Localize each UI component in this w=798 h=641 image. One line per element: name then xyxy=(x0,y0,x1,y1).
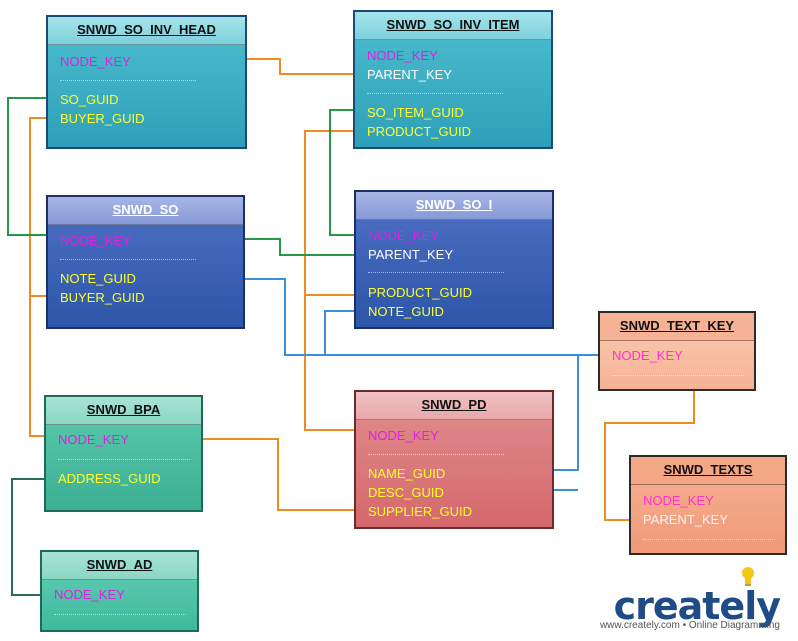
field-node-key: NODE_KEY xyxy=(643,493,714,508)
entity-snwd-pd[interactable]: SNWD_PD NODE_KEY NAME_GUID DESC_GUID SUP… xyxy=(354,390,554,529)
entity-snwd-so[interactable]: SNWD_SO NODE_KEY NOTE_GUID BUYER_GUID xyxy=(46,195,245,329)
field-node-key: NODE_KEY xyxy=(54,587,125,602)
field-separator xyxy=(368,454,504,455)
field-node-key: NODE_KEY xyxy=(368,428,439,443)
field-buyer-guid: BUYER_GUID xyxy=(60,290,145,305)
creately-logo: creately xyxy=(613,584,781,628)
entity-title: SNWD_TEXTS xyxy=(631,457,785,485)
field-node-key: NODE_KEY xyxy=(60,54,131,69)
field-so-item-guid: SO_ITEM_GUID xyxy=(367,105,464,120)
lightbulb-icon xyxy=(742,567,754,586)
field-address-guid: ADDRESS_GUID xyxy=(58,471,161,486)
field-node-key: NODE_KEY xyxy=(368,228,439,243)
entity-snwd-text-key[interactable]: SNWD_TEXT_KEY NODE_KEY xyxy=(598,311,756,391)
field-separator xyxy=(368,272,504,273)
entity-title: SNWD_SO_INV_ITEM xyxy=(355,12,551,40)
field-note-guid: NOTE_GUID xyxy=(60,271,136,286)
entity-title: SNWD_PD xyxy=(356,392,552,420)
field-separator xyxy=(60,259,196,260)
field-desc-guid: DESC_GUID xyxy=(368,485,444,500)
field-node-key: NODE_KEY xyxy=(60,233,131,248)
entity-snwd-so-inv-item[interactable]: SNWD_SO_INV_ITEM NODE_KEY PARENT_KEY SO_… xyxy=(353,10,553,149)
entity-title: SNWD_SO_INV_HEAD xyxy=(48,17,245,45)
field-note-guid: NOTE_GUID xyxy=(368,304,444,319)
entity-snwd-bpa[interactable]: SNWD_BPA NODE_KEY ADDRESS_GUID xyxy=(44,395,203,512)
entity-title: SNWD_TEXT_KEY xyxy=(600,313,754,341)
entity-title: SNWD_AD xyxy=(42,552,197,580)
entity-snwd-ad[interactable]: SNWD_AD NODE_KEY xyxy=(40,550,199,632)
field-separator xyxy=(643,539,775,540)
field-separator xyxy=(367,93,503,94)
entity-title: SNWD_SO xyxy=(48,197,243,225)
field-separator xyxy=(612,375,744,376)
creately-footer: www.creately.com • Online Diagramming xyxy=(599,620,780,631)
entity-title: SNWD_SO_I xyxy=(356,192,552,220)
field-name-guid: NAME_GUID xyxy=(368,466,446,481)
field-separator xyxy=(54,614,186,615)
entity-snwd-so-i[interactable]: SNWD_SO_I NODE_KEY PARENT_KEY PRODUCT_GU… xyxy=(354,190,554,329)
field-parent-key: PARENT_KEY xyxy=(367,67,453,82)
entity-snwd-texts[interactable]: SNWD_TEXTS NODE_KEY PARENT_KEY xyxy=(629,455,787,555)
field-parent-key: PARENT_KEY xyxy=(368,247,454,262)
entity-snwd-so-inv-head[interactable]: SNWD_SO_INV_HEAD NODE_KEY SO_GUID BUYER_… xyxy=(46,15,247,149)
field-product-guid: PRODUCT_GUID xyxy=(367,124,472,139)
field-supplier-guid: SUPPLIER_GUID xyxy=(368,504,473,519)
field-so-guid: SO_GUID xyxy=(60,92,119,107)
field-buyer-guid: BUYER_GUID xyxy=(60,111,145,126)
field-separator xyxy=(60,80,196,81)
creately-branding: creately www.creately.com • Online Diagr… xyxy=(575,567,790,634)
field-node-key: NODE_KEY xyxy=(612,348,683,363)
field-node-key: NODE_KEY xyxy=(58,432,129,447)
entity-title: SNWD_BPA xyxy=(46,397,201,425)
field-node-key: NODE_KEY xyxy=(367,48,438,63)
field-product-guid: PRODUCT_GUID xyxy=(368,285,473,300)
field-parent-key: PARENT_KEY xyxy=(643,512,729,527)
field-separator xyxy=(58,459,190,460)
